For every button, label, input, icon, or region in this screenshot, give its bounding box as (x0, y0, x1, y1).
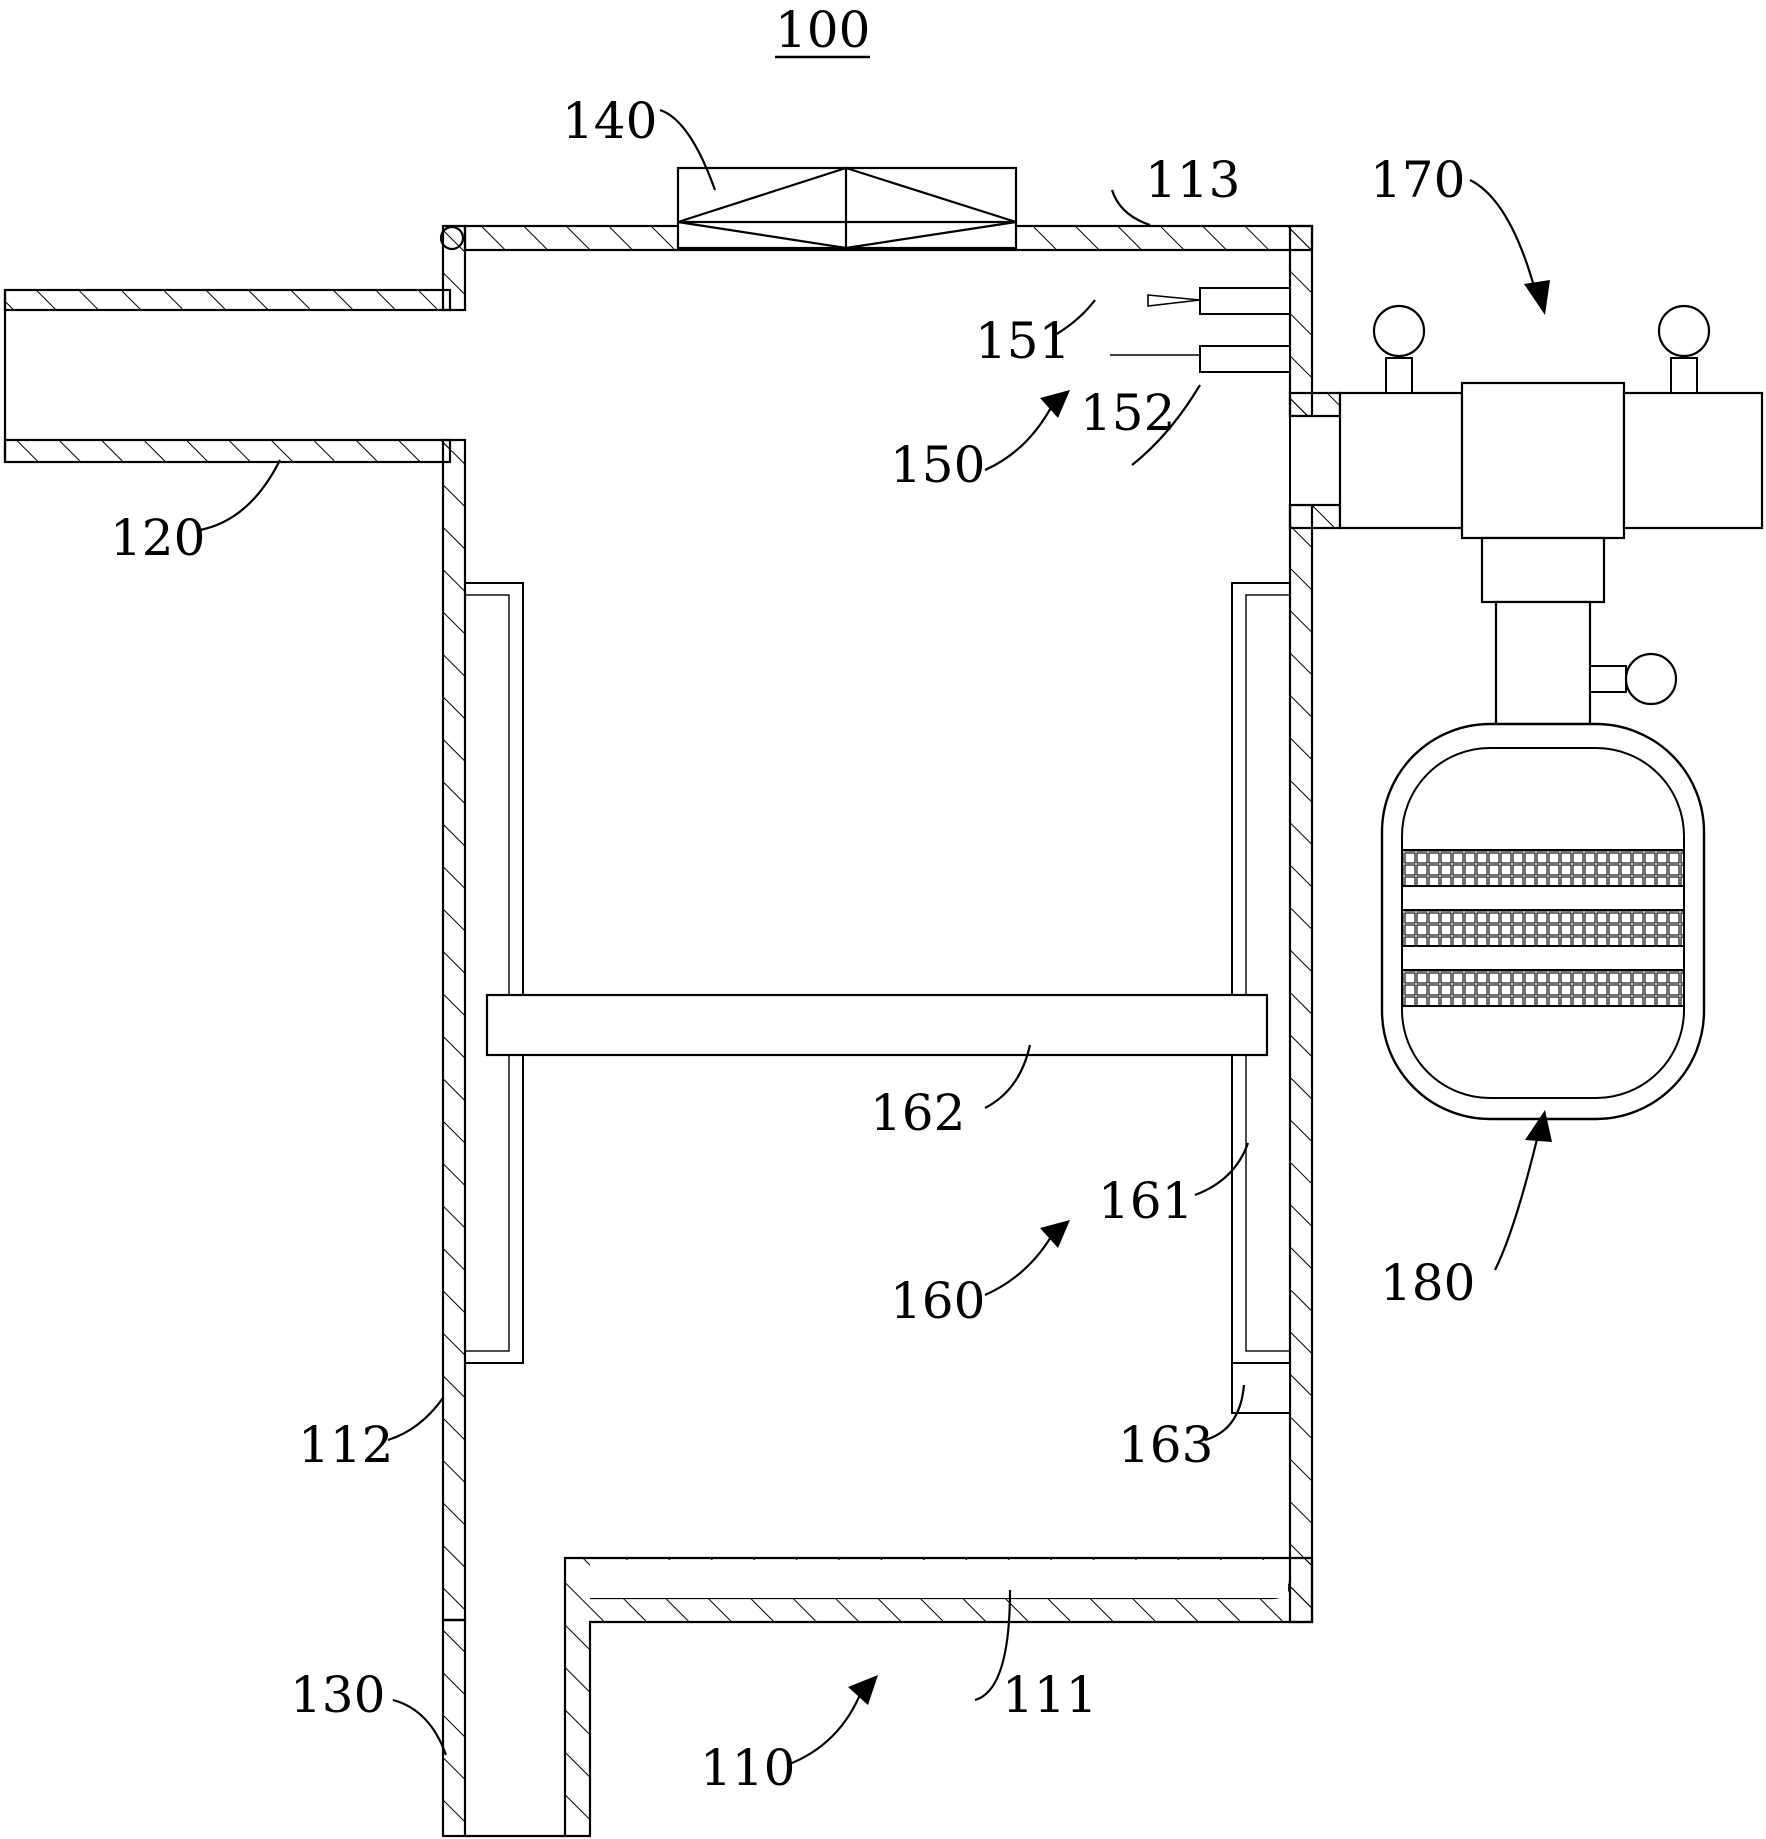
label-113: 113 (1145, 151, 1240, 209)
label-151: 151 (975, 312, 1070, 370)
label-162: 162 (870, 1084, 965, 1142)
label-163: 163 (1118, 1416, 1213, 1474)
tank-body-110 (439, 224, 1314, 1838)
vent-140 (676, 166, 1018, 250)
label-112: 112 (298, 1416, 393, 1474)
leader-lines (199, 108, 1552, 1767)
label-180: 180 (1380, 1254, 1475, 1312)
sensors-150 (1110, 287, 1291, 373)
label-160: 160 (890, 1272, 985, 1330)
label-152: 152 (1080, 384, 1175, 442)
figure-title: 100 (775, 1, 870, 59)
label-130: 130 (290, 1666, 385, 1724)
label-111: 111 (1002, 1666, 1097, 1724)
label-170: 170 (1370, 151, 1465, 209)
pump-170 (1288, 304, 1764, 728)
label-150: 150 (890, 436, 985, 494)
inlet-pipe-120 (3, 288, 452, 464)
label-140: 140 (562, 92, 657, 150)
reference-numerals: 100 140 113 170 151 152 150 120 162 161 … (110, 1, 1475, 1797)
float-assembly-160 (464, 582, 1291, 1414)
filter-180 (1380, 722, 1706, 1121)
label-110: 110 (700, 1739, 795, 1797)
label-120: 120 (110, 509, 205, 567)
label-161: 161 (1098, 1172, 1193, 1230)
